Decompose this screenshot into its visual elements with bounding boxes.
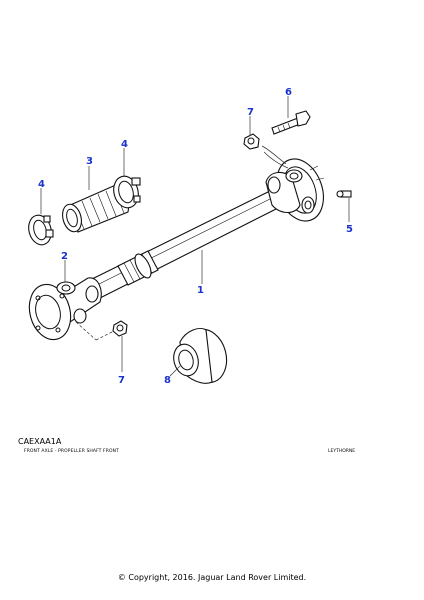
propeller-shaft-tube xyxy=(89,189,283,299)
grease-nipple xyxy=(336,190,352,198)
flange-nut-upper xyxy=(243,133,289,169)
callout-5: 5 xyxy=(346,224,353,235)
illustration-description: FRONT AXLE - PROPELLER SHAFT FRONT xyxy=(24,449,119,454)
leader-lines xyxy=(40,96,350,377)
boot-clip-lower xyxy=(28,214,54,246)
rear-universal-joint xyxy=(265,158,325,222)
centre-bearing xyxy=(173,327,228,384)
callout-4-upper: 4 xyxy=(121,139,128,150)
callout-3: 3 xyxy=(86,156,93,167)
propeller-shaft-diagram: 1 2 3 4 4 5 6 7 7 8 xyxy=(28,87,353,386)
callout-7-upper: 7 xyxy=(247,107,254,118)
callout-1: 1 xyxy=(197,285,204,296)
illustration-code: CAEXAA1A xyxy=(18,437,62,446)
callout-8: 8 xyxy=(164,375,171,386)
flange-bolt xyxy=(271,110,311,135)
callout-4-lower: 4 xyxy=(38,179,45,190)
front-universal-joint xyxy=(28,277,102,341)
boot-clip-upper xyxy=(113,175,141,209)
flange-nut-lower xyxy=(75,320,128,341)
brand-label: LEYTHORNE xyxy=(328,449,356,454)
callout-6: 6 xyxy=(285,87,292,98)
copyright-notice: © Copyright, 2016. Jaguar Land Rover Lim… xyxy=(117,573,307,582)
callout-2: 2 xyxy=(61,251,68,262)
callout-7-lower: 7 xyxy=(118,375,125,386)
